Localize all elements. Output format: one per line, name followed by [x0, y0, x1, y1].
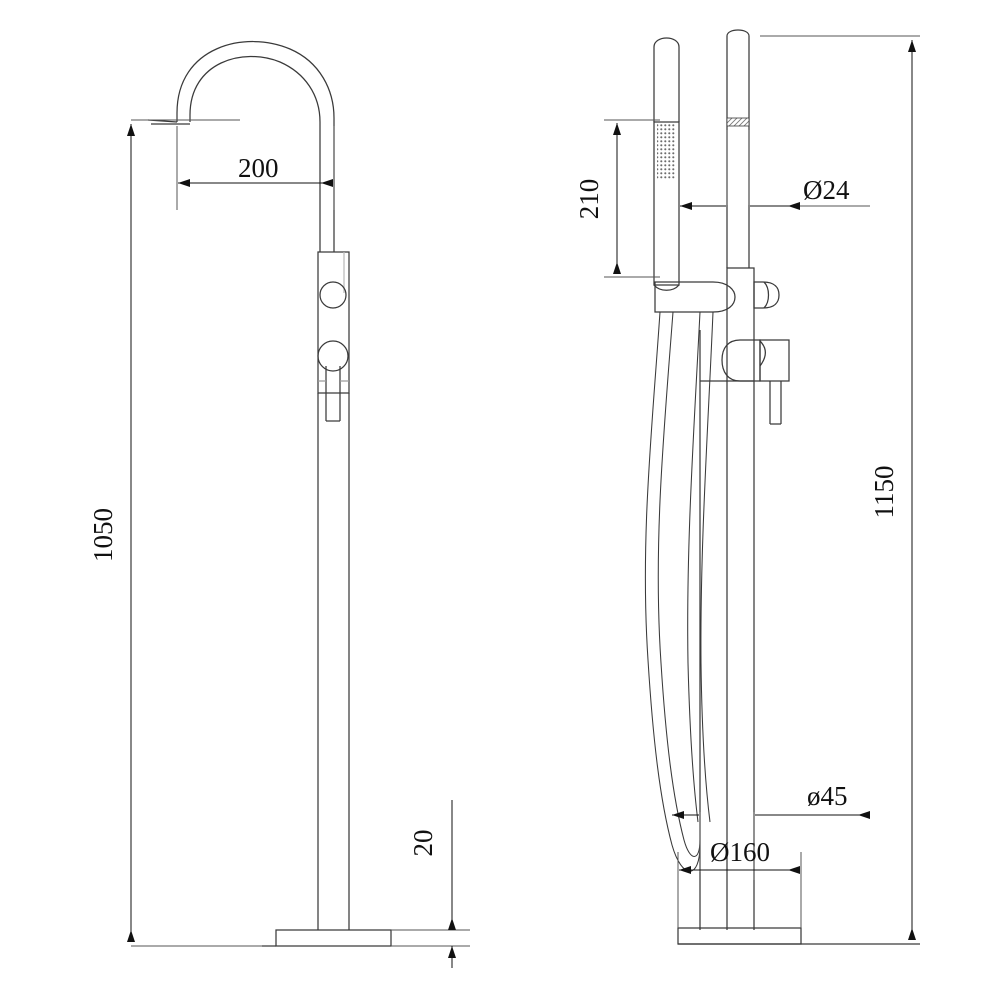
- dim-label-d160: Ø160: [710, 837, 770, 867]
- mixer-handle-circle: [317, 340, 349, 372]
- dim-label-d45: ø45: [807, 781, 848, 811]
- diverter-knob-right: [753, 281, 780, 309]
- handshower-cradle-bracket: [654, 281, 736, 313]
- dim-label-200: 200: [238, 153, 279, 183]
- valve-body-outline: [317, 251, 350, 394]
- left-view-dimensions: [127, 119, 470, 968]
- riser-tube-top-cap: [726, 29, 750, 268]
- riser-knurled-band: [726, 117, 750, 127]
- dim-label-1050: 1050: [88, 508, 118, 562]
- hose-outer-left: [644, 311, 701, 872]
- handshower-base-curve: [653, 284, 680, 291]
- mixer-lever-arm: [769, 381, 782, 425]
- dim-label-d24: Ø24: [803, 175, 850, 205]
- mixer-lever-stem: [325, 366, 341, 422]
- diverter-knob-inner-line: [763, 281, 770, 309]
- mixer-body-block: [726, 267, 755, 382]
- right-view-dimensions: [604, 35, 920, 940]
- spout-inner-profile: [189, 55, 321, 252]
- left-column-sides: [317, 393, 350, 930]
- mixer-handle-block: [759, 339, 790, 382]
- hose-inner-right: [687, 311, 701, 823]
- handshower-spray-face: [657, 124, 676, 179]
- spout-outer-profile: [176, 41, 335, 252]
- left-view-geometry: [147, 41, 392, 947]
- handshower-head-top: [653, 37, 680, 122]
- dim-label-20: 20: [408, 830, 438, 857]
- handshower-body: [653, 121, 680, 286]
- mixer-handle-seam: [759, 340, 766, 367]
- diverter-knob-circle: [319, 281, 347, 309]
- hose-inner-left: [657, 311, 701, 858]
- dim-label-1150: 1150: [869, 466, 899, 519]
- dim-label-210: 210: [574, 179, 604, 220]
- mixer-handle-cap: [721, 339, 761, 382]
- hose-outer-right: [700, 311, 714, 823]
- right-base-plate: [677, 927, 802, 945]
- left-base-plate: [275, 929, 392, 947]
